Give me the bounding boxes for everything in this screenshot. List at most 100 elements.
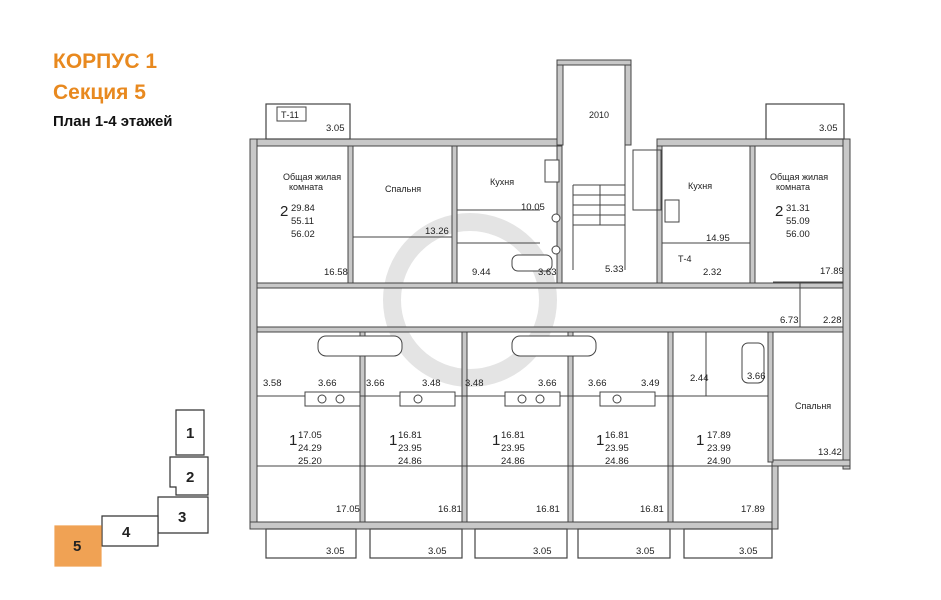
total-area-balcony: 24.86 — [501, 456, 525, 467]
balcony-dim: 3.05 — [326, 546, 345, 557]
total-area: 23.95 — [605, 443, 629, 454]
key-label-1: 1 — [186, 425, 194, 442]
small-dim: 3.66 — [747, 371, 766, 382]
living-area: 16.81 — [605, 430, 629, 441]
total-area-balcony: 25.20 — [298, 456, 322, 467]
total-area: 24.29 — [298, 443, 322, 454]
living-room-label-1: Общая жилая — [283, 172, 341, 182]
hall-dim: 3.66 — [538, 378, 557, 389]
bedroom-dim: 13.42 — [818, 447, 842, 458]
room-count: 2 — [280, 203, 288, 220]
bedroom-dim: 13.26 — [425, 226, 449, 237]
tag-t4: Т-4 — [678, 254, 692, 264]
living-area: 17.05 — [298, 430, 322, 441]
bedroom-label: Спальня — [385, 184, 421, 194]
fixtures — [304, 159, 680, 407]
living-room-label-1: Общая жилая — [770, 172, 828, 182]
balcony-labels: 3.05 3.05 3.05 3.05 3.05 3.05 3.05 — [326, 123, 838, 557]
room-count: 1 — [696, 432, 704, 449]
total-area: 23.95 — [501, 443, 525, 454]
room-dim: 16.81 — [438, 504, 462, 515]
section-title: Секция 5 — [53, 81, 146, 104]
key-label-3: 3 — [178, 509, 186, 526]
studio-5[interactable]: 1 17.89 23.99 24.90 17.89 — [696, 430, 765, 515]
hall-dim: 3.49 — [641, 378, 660, 389]
hall-dim: 2.32 — [703, 267, 722, 278]
balcony-dim: 3.05 — [636, 546, 655, 557]
balcony-dim: 3.05 — [739, 546, 758, 557]
total-area-balcony: 24.86 — [605, 456, 629, 467]
living-area: 17.89 — [707, 430, 731, 441]
tag-t11: Т-11 — [281, 110, 299, 120]
corridor-dim: 5.33 — [605, 264, 624, 275]
kitchen-label: Кухня — [688, 181, 712, 191]
building-title: КОРПУС 1 — [53, 50, 157, 73]
balcony-dim-top-right: 3.05 — [819, 123, 838, 134]
bath-dim: 3.66 — [366, 378, 385, 389]
small-dim: 2.44 — [690, 373, 709, 384]
room-dim: 17.89 — [741, 504, 765, 515]
key-plan-labels: 1 2 3 4 5 — [73, 425, 194, 555]
wc-dim: 2.28 — [823, 315, 842, 326]
bath-dim: 3.66 — [588, 378, 607, 389]
key-section-2[interactable] — [169, 456, 209, 496]
key-section-1[interactable] — [175, 409, 205, 456]
stair — [572, 145, 662, 270]
total-area-balcony: 56.02 — [291, 229, 315, 240]
living-dim: 17.89 — [820, 266, 844, 277]
balconies — [265, 103, 845, 559]
studio-4[interactable]: 3.66 3.49 1 16.81 23.95 24.86 16.81 — [588, 378, 664, 515]
key-section-5[interactable] — [54, 525, 102, 567]
room-count: 1 — [492, 432, 500, 449]
room-count: 1 — [289, 432, 297, 449]
room-dim: 16.81 — [536, 504, 560, 515]
room-dim: 17.05 — [336, 504, 360, 515]
total-area: 55.11 — [291, 216, 314, 227]
total-area: 23.95 — [398, 443, 422, 454]
living-room-label-2: комната — [776, 182, 810, 192]
key-label-5: 5 — [73, 538, 81, 555]
balcony-dim: 3.05 — [428, 546, 447, 557]
room-dim: 16.81 — [640, 504, 664, 515]
bath-dim: 3.58 — [263, 378, 282, 389]
bath-dim: 3.63 — [538, 267, 557, 278]
living-room-label-2: комната — [289, 182, 323, 192]
bedroom-label: Спальня — [795, 401, 831, 411]
kitchen-label: Кухня — [490, 177, 514, 187]
bath-dim: 3.48 — [465, 378, 484, 389]
total-area: 23.99 — [707, 443, 731, 454]
walls — [249, 59, 851, 530]
balcony-dim-top-left: 3.05 — [326, 123, 345, 134]
apartment-left[interactable]: Общая жилая комната 2 29.84 55.11 56.02 … — [280, 172, 557, 278]
total-area-balcony: 56.00 — [786, 229, 810, 240]
room-count: 1 — [389, 432, 397, 449]
living-area: 29.84 — [291, 203, 315, 214]
studio-3[interactable]: 3.48 3.66 1 16.81 23.95 24.86 16.81 — [465, 378, 560, 515]
room-count: 1 — [596, 432, 604, 449]
kitchen-dim: 14.95 — [706, 233, 730, 244]
stair-dim: 2010 — [589, 110, 609, 120]
watermark — [383, 213, 557, 387]
living-area: 31.31 — [786, 203, 810, 214]
key-plan — [54, 409, 209, 567]
key-section-4[interactable] — [101, 515, 159, 547]
bath-dim: 6.73 — [780, 315, 799, 326]
hall-dim: 9.44 — [472, 267, 491, 278]
living-area: 16.81 — [501, 430, 525, 441]
apartment-right[interactable]: Кухня Общая жилая комната 2 31.31 55.09 … — [688, 172, 844, 458]
tags: Т-11 Т-4 2010 — [276, 106, 692, 264]
hall-dim: 3.66 — [318, 378, 337, 389]
key-label-2: 2 — [186, 469, 194, 486]
balcony-dim: 3.05 — [533, 546, 552, 557]
studio-2[interactable]: 3.66 3.48 1 16.81 23.95 24.86 16.81 — [366, 378, 462, 515]
living-area: 16.81 — [398, 430, 422, 441]
room-count: 2 — [775, 203, 783, 220]
studio-1[interactable]: 3.58 3.66 1 17.05 24.29 25.20 17.05 — [263, 378, 360, 515]
total-area-balcony: 24.90 — [707, 456, 731, 467]
total-area-balcony: 24.86 — [398, 456, 422, 467]
bathtubs — [317, 254, 765, 384]
kitchen-dim: 10.05 — [521, 202, 545, 213]
plan-title: План 1-4 этажей — [53, 113, 173, 130]
living-dim: 16.58 — [324, 267, 348, 278]
